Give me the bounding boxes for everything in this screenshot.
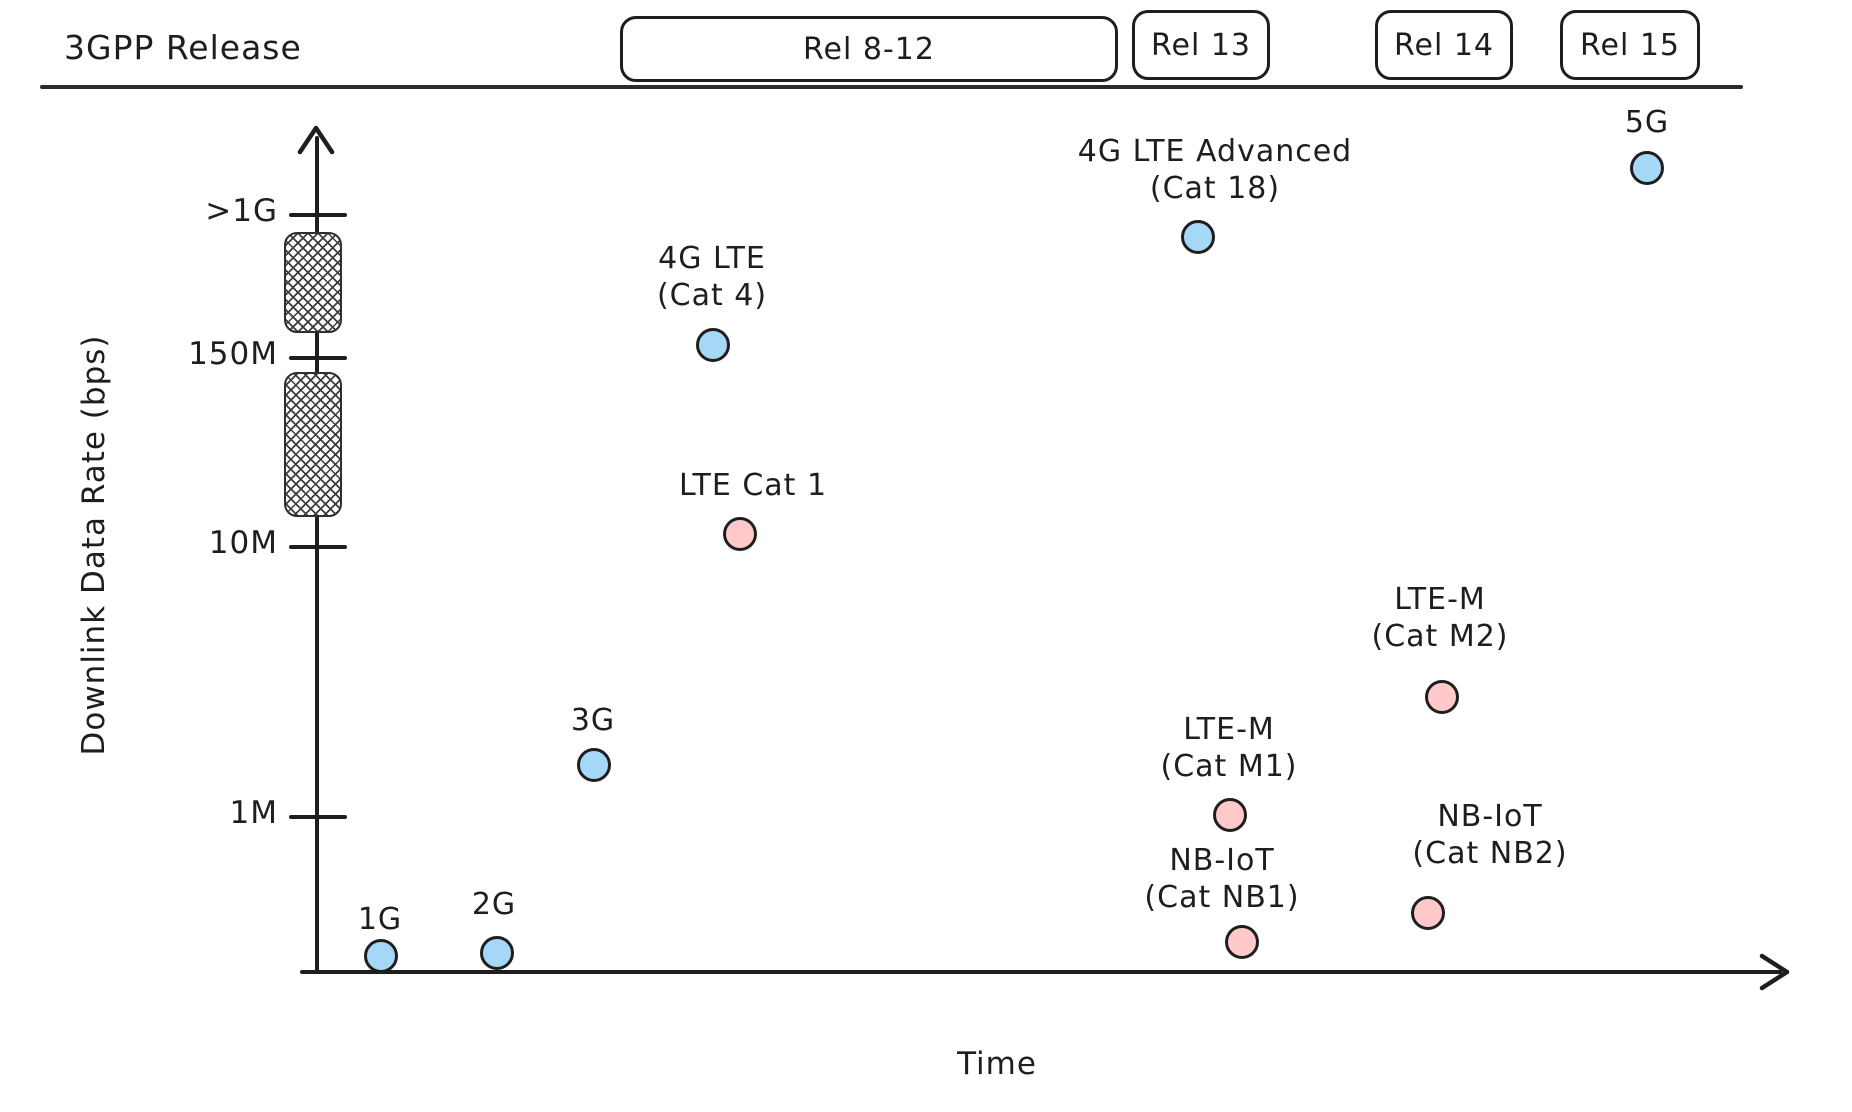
release-axis-title: 3GPP Release: [64, 28, 302, 67]
x-axis-title: Time: [957, 1046, 1037, 1082]
data-dot-1g: [364, 939, 398, 973]
data-point-label: LTE-M (Cat M1): [1160, 711, 1297, 785]
data-dot-lte-m-cat-m1: [1213, 798, 1247, 832]
data-dot-lte-m-cat-m2: [1425, 680, 1459, 714]
data-dot-lte-cat1: [723, 517, 757, 551]
label-line: LTE-M: [1183, 712, 1275, 747]
y-tick-mark: [289, 213, 347, 217]
y-axis-line: [315, 136, 319, 974]
header-divider-line: [40, 85, 1743, 89]
y-tick-mark: [289, 545, 347, 549]
data-point-label: LTE-M (Cat M2): [1371, 581, 1508, 655]
label-line: 1G: [357, 902, 403, 937]
release-box-label: Rel 14: [1394, 27, 1494, 63]
y-tick-label: 1M: [229, 795, 278, 831]
label-line: 2G: [471, 887, 517, 922]
release-box-rel-14: Rel 14: [1375, 10, 1513, 80]
data-dot-nb-iot-cat-nb1: [1225, 925, 1259, 959]
label-line: (Cat NB1): [1144, 880, 1300, 915]
data-point-label: 5G: [1625, 104, 1669, 141]
y-tick-label: >1G: [205, 193, 278, 229]
label-line: LTE-M: [1394, 582, 1486, 617]
label-line: NB-IoT: [1437, 799, 1543, 834]
label-line: LTE Cat 1: [678, 468, 828, 503]
label-line: 3G: [570, 703, 616, 738]
data-point-label: 2G: [472, 886, 516, 923]
y-axis-title: Downlink Data Rate (bps): [76, 334, 112, 756]
data-point-label: 4G LTE Advanced (Cat 18): [1078, 133, 1352, 207]
data-dot-3g: [577, 748, 611, 782]
release-box-rel-8-12: Rel 8-12: [620, 16, 1118, 82]
data-point-label: LTE Cat 1: [679, 467, 827, 504]
label-line: (Cat 18): [1149, 171, 1281, 206]
y-axis-arrow-icon: [297, 125, 335, 155]
data-point-label: NB-IoT (Cat NB2): [1412, 798, 1567, 872]
label-line: (Cat NB2): [1412, 836, 1568, 871]
release-box-label: Rel 8-12: [803, 31, 935, 67]
y-tick-label: 10M: [208, 525, 278, 561]
data-point-label: 1G: [358, 901, 402, 938]
label-line: (Cat 4): [656, 278, 768, 313]
release-box-rel-13: Rel 13: [1132, 10, 1270, 80]
data-dot-4g-lte-advanced-cat18: [1181, 220, 1215, 254]
data-dot-nb-iot-cat-nb2: [1411, 896, 1445, 930]
label-line: 5G: [1624, 105, 1670, 140]
label-line: (Cat M1): [1160, 749, 1298, 784]
data-dot-2g: [480, 936, 514, 970]
label-line: NB-IoT: [1169, 843, 1275, 878]
y-tick-mark: [289, 356, 347, 360]
data-point-label: 4G LTE (Cat 4): [657, 240, 767, 314]
release-box-rel-15: Rel 15: [1560, 10, 1700, 80]
axis-break-hatch: [284, 232, 342, 333]
label-line: (Cat M2): [1371, 619, 1509, 654]
data-point-label: 3G: [571, 702, 615, 739]
x-axis-arrow-icon: [1759, 953, 1790, 991]
data-dot-5g: [1630, 151, 1664, 185]
release-box-label: Rel 13: [1151, 27, 1251, 63]
release-box-label: Rel 15: [1580, 27, 1680, 63]
axis-break-hatch: [284, 372, 342, 517]
label-line: 4G LTE: [658, 241, 766, 276]
data-point-label: NB-IoT (Cat NB1): [1144, 842, 1299, 916]
data-dot-4g-lte-cat4: [696, 328, 730, 362]
y-tick-label: 150M: [188, 336, 278, 372]
label-line: 4G LTE Advanced: [1077, 134, 1353, 169]
x-axis-line: [300, 970, 1782, 974]
y-tick-mark: [289, 815, 347, 819]
